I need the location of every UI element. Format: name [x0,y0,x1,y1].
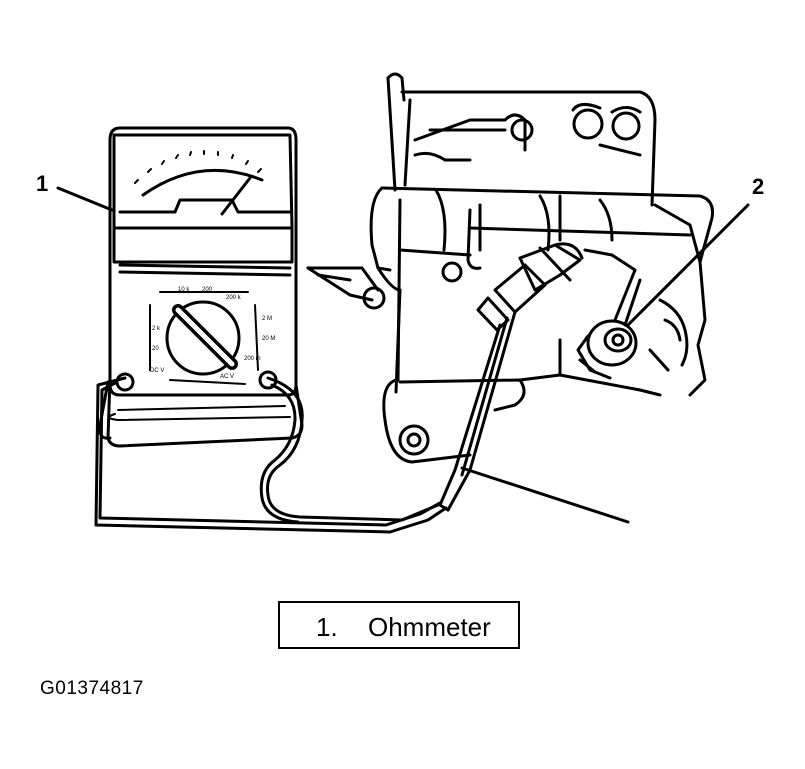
dial-label: 200 [202,287,213,293]
dial-label: 200 k [226,295,242,301]
dial-label: 20 M [262,336,275,342]
test-probe-connector [438,242,584,512]
dial-label: AC V [220,374,234,380]
callout-1: 1 [36,171,49,196]
dial-label: 10 k [178,287,190,293]
figure-id: G01374817 [40,678,144,699]
test-leads [94,376,448,534]
legend-label: Ohmmeter [368,612,491,642]
ohmmeter [98,126,304,448]
sensor [576,248,642,380]
callout-2-leader [626,203,750,327]
dial-label: 200 m [244,356,261,362]
callout-1-leader [56,186,114,212]
callout-2: 2 [752,174,765,199]
legend-number: 1. [316,612,338,642]
dial-label: 2 k [152,326,161,332]
dial-label: 2 M [262,316,272,322]
dial-label: DC V [150,368,164,374]
dial-label: 20 [152,346,159,352]
engine-housing [306,72,714,464]
wire-leader [460,466,630,524]
legend-box: 1. Ohmmeter [278,601,520,649]
